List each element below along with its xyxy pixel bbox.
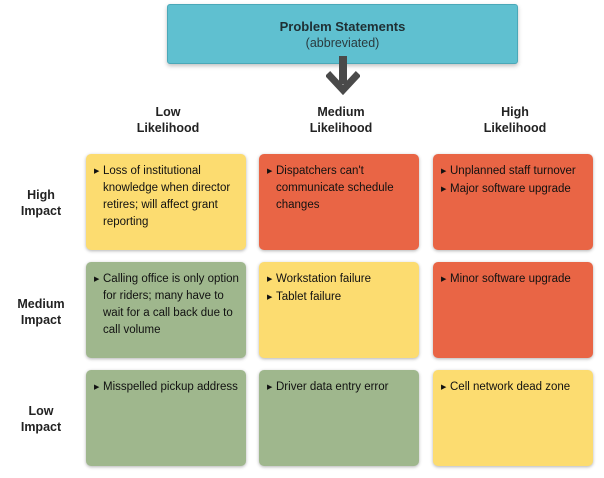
bullet-icon: ▶ — [94, 384, 100, 391]
problem-statements-box: Problem Statements (abbreviated) — [167, 4, 518, 64]
risk-item-text: Major software upgrade — [450, 183, 571, 195]
risk-item-text: Driver data entry error — [276, 381, 389, 393]
risk-cell-r1-c1: ▶Workstation failure▶Tablet failure — [259, 262, 419, 358]
risk-item-text: Cell network dead zone — [450, 381, 571, 393]
bullet-icon: ▶ — [267, 294, 273, 301]
risk-cell-r0-c2: ▶Unplanned staff turnover▶Major software… — [433, 154, 593, 250]
risk-item: ▶Driver data entry error — [267, 379, 413, 396]
risk-cell-r1-c2: ▶Minor software upgrade — [433, 262, 593, 358]
risk-cell-r0-c0: ▶Loss of institutional knowledge when di… — [86, 154, 246, 250]
risk-item: ▶Dispatchers can't communicate schedule … — [267, 163, 413, 214]
bullet-icon: ▶ — [267, 168, 273, 175]
risk-item: ▶Cell network dead zone — [441, 379, 587, 396]
risk-cell-r0-c1: ▶Dispatchers can't communicate schedule … — [259, 154, 419, 250]
risk-cell-r2-c1: ▶Driver data entry error — [259, 370, 419, 466]
risk-item: ▶Tablet failure — [267, 289, 413, 306]
risk-item-text: Loss of institutional knowledge when dir… — [103, 165, 231, 228]
bullet-icon: ▶ — [94, 168, 100, 175]
diagram-subtitle: (abbreviated) — [305, 35, 380, 50]
risk-item-text: Misspelled pickup address — [103, 381, 238, 393]
risk-cell-r1-c0: ▶Calling office is only option for rider… — [86, 262, 246, 358]
down-arrow-icon — [326, 56, 360, 96]
column-header-medium-likelihood: Medium Likelihood — [309, 105, 373, 135]
row-header-medium-impact: Medium Impact — [17, 297, 65, 327]
risk-item: ▶Calling office is only option for rider… — [94, 271, 240, 339]
bullet-icon: ▶ — [267, 384, 273, 391]
risk-cell-r2-c0: ▶Misspelled pickup address — [86, 370, 246, 466]
risk-item: ▶Workstation failure — [267, 271, 413, 288]
risk-item-text: Calling office is only option for riders… — [103, 273, 239, 336]
bullet-icon: ▶ — [441, 186, 447, 193]
bullet-icon: ▶ — [441, 168, 447, 175]
risk-item: ▶Unplanned staff turnover — [441, 163, 587, 180]
risk-item: ▶Loss of institutional knowledge when di… — [94, 163, 240, 231]
column-header-high-likelihood: High Likelihood — [483, 105, 547, 135]
risk-item-text: Workstation failure — [276, 273, 372, 285]
risk-item-text: Dispatchers can't communicate schedule c… — [276, 165, 394, 211]
risk-cell-r2-c2: ▶Cell network dead zone — [433, 370, 593, 466]
bullet-icon: ▶ — [441, 276, 447, 283]
bullet-icon: ▶ — [94, 276, 100, 283]
row-header-high-impact: High Impact — [20, 188, 62, 218]
bullet-icon: ▶ — [267, 276, 273, 283]
diagram-title: Problem Statements — [279, 18, 406, 34]
row-header-low-impact: Low Impact — [20, 404, 62, 434]
column-header-low-likelihood: Low Likelihood — [136, 105, 200, 135]
risk-item-text: Unplanned staff turnover — [450, 165, 576, 177]
risk-item: ▶Minor software upgrade — [441, 271, 587, 288]
risk-item: ▶Major software upgrade — [441, 181, 587, 198]
risk-item: ▶Misspelled pickup address — [94, 379, 240, 396]
bullet-icon: ▶ — [441, 384, 447, 391]
risk-item-text: Minor software upgrade — [450, 273, 571, 285]
risk-item-text: Tablet failure — [276, 291, 342, 303]
